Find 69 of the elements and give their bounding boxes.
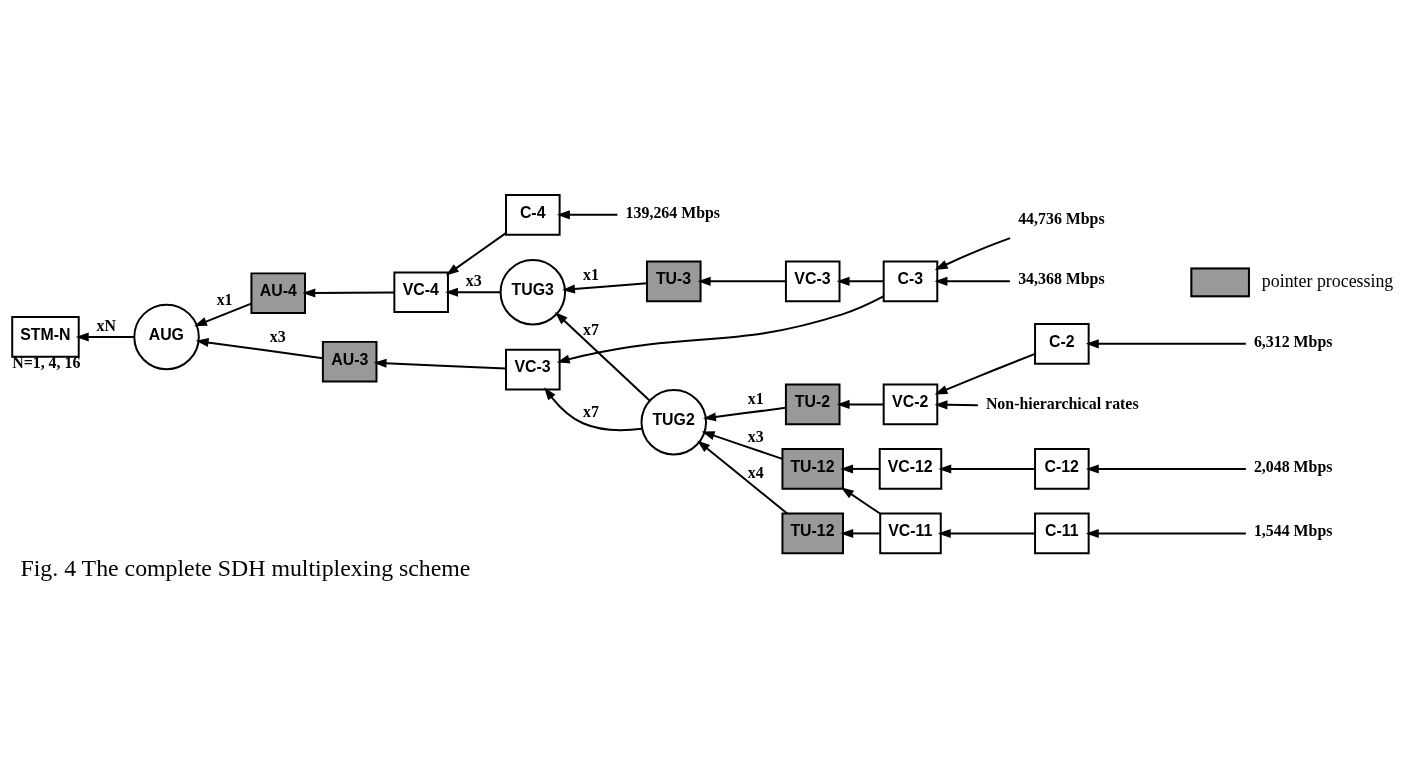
edge-label: x3 (465, 271, 482, 289)
arrow (938, 463, 1036, 473)
node-box: C-11 (1034, 512, 1090, 554)
node-text: Non-hierarchical rates (985, 394, 1139, 412)
arrow (554, 311, 651, 401)
edge-label: x4 (747, 463, 764, 481)
edge-label: x1 (747, 389, 764, 407)
legend-label: pointer processing (1261, 270, 1394, 291)
node-box: C-2 (1034, 322, 1090, 365)
arrow (1085, 338, 1247, 348)
node-text: 6,312 Mbps (1253, 332, 1333, 350)
arrow (1085, 463, 1247, 473)
node-text: 1,544 Mbps (1253, 521, 1333, 539)
caption: Fig. 4 The complete SDH multiplexing scheme (20, 554, 471, 581)
arrow (195, 337, 324, 359)
arrow (544, 386, 643, 431)
node-circle: TUG2 (640, 388, 707, 455)
node-box: C-12 (1034, 447, 1090, 490)
node-box: C-4 (505, 193, 561, 236)
arrow (75, 331, 136, 341)
arrow (937, 528, 1036, 538)
arrow (934, 352, 1037, 395)
node-box: VC-12 (878, 447, 943, 490)
node-circle: AUG (133, 303, 200, 370)
node-text: 44,736 Mbps (1018, 209, 1105, 227)
arrow (556, 294, 885, 363)
node-box: C-3 (882, 259, 939, 302)
arrow (840, 463, 881, 473)
node-box: VC-4 (393, 270, 449, 313)
node-box: VC-3 (784, 259, 841, 302)
edge-label: xN (96, 316, 116, 334)
arrow (701, 430, 784, 460)
node-box: TU-12 (781, 512, 844, 554)
arrow (836, 399, 885, 409)
arrow (840, 528, 881, 538)
edge-label: x3 (747, 427, 764, 445)
arrow (934, 399, 979, 409)
arrow (1085, 528, 1247, 538)
node-text: 34,368 Mbps (1018, 269, 1105, 287)
edge-label: x1 (582, 265, 599, 283)
node-box: STM-N (11, 315, 80, 358)
arrow (934, 236, 1012, 270)
arrow (934, 276, 1011, 286)
node-box: TU-3 (645, 259, 702, 302)
arrow (445, 287, 502, 297)
arrow (556, 209, 619, 219)
node-box: VC-2 (882, 383, 939, 425)
arrow (697, 276, 787, 286)
arrow (373, 358, 507, 369)
node-text: 139,264 Mbps (625, 203, 721, 221)
node-box: AU-4 (250, 271, 307, 314)
edge-label: x7 (582, 402, 599, 420)
edge-label: x1 (216, 290, 233, 308)
edge-label: x7 (582, 320, 599, 338)
node-text: 2,048 Mbps (1253, 457, 1333, 475)
arrow (302, 287, 396, 297)
arrow (840, 486, 881, 515)
node-box: VC-11 (879, 512, 942, 554)
arrow (562, 281, 648, 294)
arrow (703, 406, 787, 421)
arrow (697, 439, 789, 515)
arrow (445, 231, 507, 275)
node-box: VC-3 (505, 348, 561, 390)
edge-label: x3 (269, 327, 286, 345)
node-box: AU-3 (321, 340, 378, 383)
arrow (194, 302, 253, 326)
node-box: TU-12 (781, 447, 844, 490)
arrow (836, 276, 885, 286)
node-box: TU-2 (784, 383, 841, 425)
